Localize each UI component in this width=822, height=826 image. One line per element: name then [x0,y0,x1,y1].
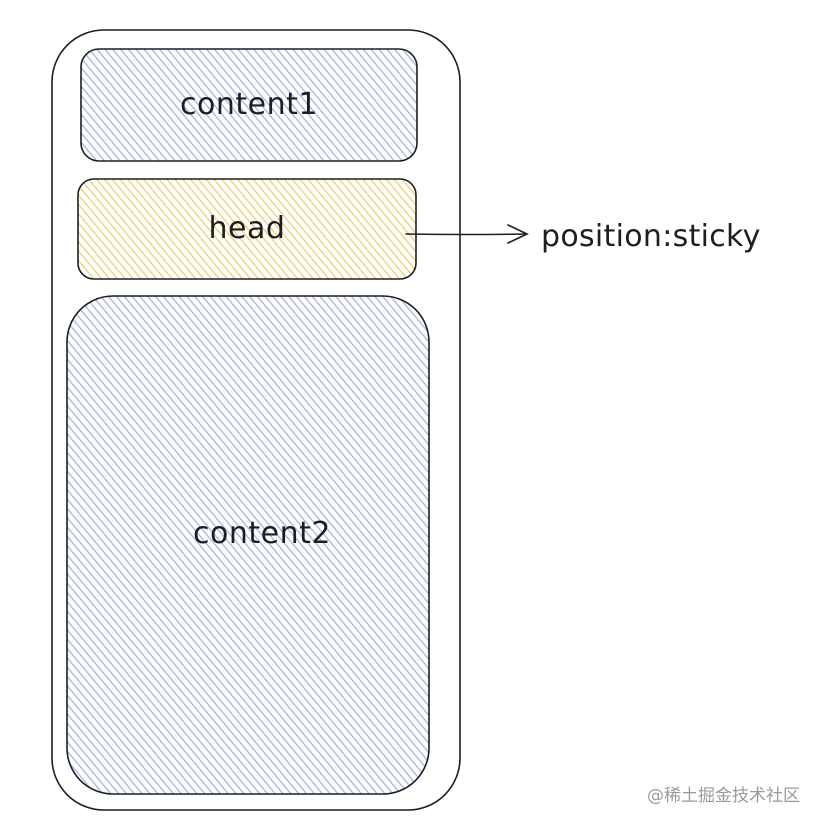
position-sticky-label: position:sticky [541,219,761,254]
content2-box: content2 [66,295,430,795]
content2-label: content2 [193,516,331,551]
watermark: @稀土掘金技术社区 [647,786,800,806]
head-box: head [77,178,417,280]
sticky-arrow [405,224,529,244]
content1-label: content1 [180,87,318,122]
content1-box: content1 [80,48,418,162]
head-label: head [209,211,286,246]
